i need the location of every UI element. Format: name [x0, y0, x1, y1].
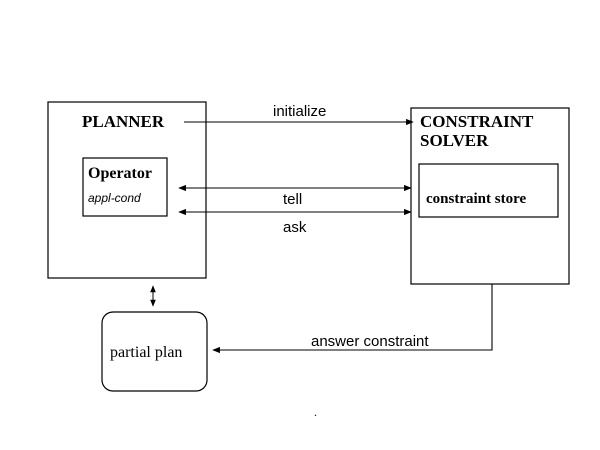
operator-condition: appl-cond	[88, 191, 141, 205]
answer-constraint-arrow	[212, 284, 493, 354]
footer-mark: .	[314, 405, 317, 419]
planner-title: PLANNER	[82, 112, 165, 131]
constraint-solver-box	[410, 107, 570, 285]
partial-plan-box	[101, 311, 208, 392]
initialize-label: initialize	[273, 103, 326, 120]
ask-label: ask	[283, 219, 307, 236]
partial-plan-label: partial plan	[110, 344, 182, 361]
operator-box	[82, 157, 168, 217]
tell-label: tell	[283, 191, 302, 208]
solver-title-line1: CONSTRAINT	[420, 112, 534, 131]
constraint-store-box	[418, 163, 559, 218]
solver-title-line2: SOLVER	[420, 131, 489, 150]
operator-title: Operator	[88, 165, 152, 182]
answer-constraint-label: answer constraint	[311, 333, 429, 350]
constraint-store-label: constraint store	[426, 191, 526, 207]
